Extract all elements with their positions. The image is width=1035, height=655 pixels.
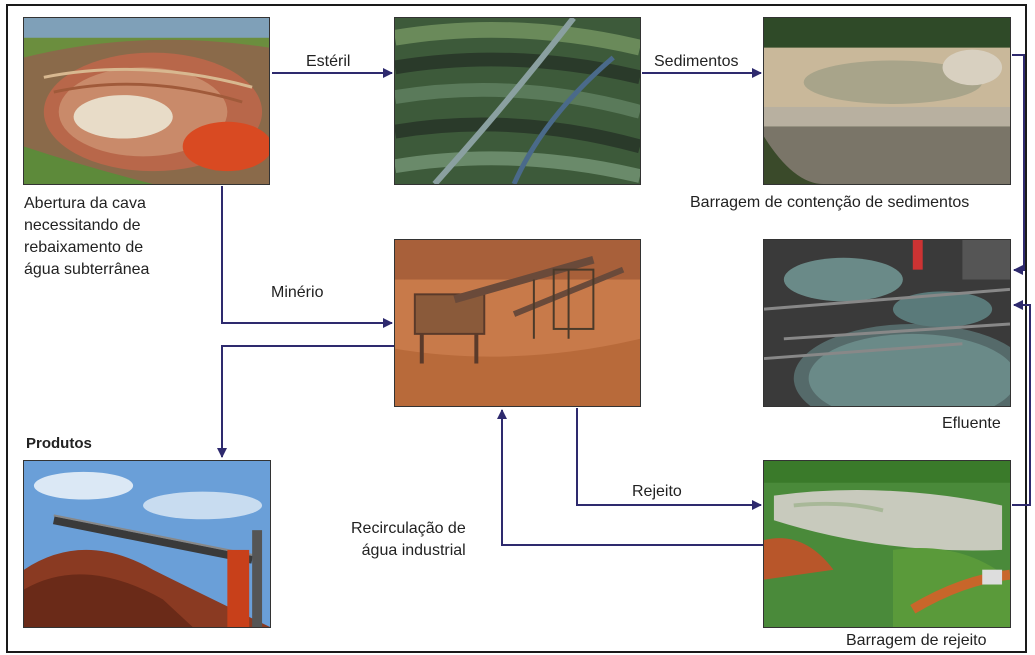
recirculacao-flow-label: Recirculação de água industrial: [351, 518, 466, 562]
arrow-tailings-to-effluent: [1012, 300, 1031, 506]
effluent-caption: Efluente: [942, 415, 1001, 432]
sedimentos-flow-label: Sedimentos: [654, 53, 739, 70]
cava-caption: Abertura da cava necessitando de rebaixa…: [24, 193, 149, 281]
cava-caption-line: necessitando de: [24, 217, 141, 234]
cava-caption-line: Abertura da cava: [24, 195, 146, 212]
products-stockpile-photo: [23, 460, 271, 628]
arrow-recirculacao: [497, 409, 763, 546]
esteril-flow-label: Estéril: [306, 53, 351, 70]
minerio-flow-label: Minério: [271, 284, 324, 301]
diagram-frame: [6, 4, 1027, 653]
waste-pile-photo: [394, 17, 641, 185]
arrow-produtos: [217, 345, 394, 458]
tailings-dam-photo: [763, 460, 1011, 628]
arrow-minerio: [221, 186, 393, 328]
tailings-dam-caption: Barragem de rejeito: [846, 632, 987, 649]
sediment-dam-caption: Barragem de contenção de sedimentos: [690, 194, 970, 211]
cava-caption-line: rebaixamento de: [24, 239, 144, 256]
cava-caption-line: água subterrânea: [24, 261, 150, 278]
effluent-tank-photo: [763, 239, 1011, 407]
arrow-sediment-to-effluent: [1012, 54, 1025, 275]
recirculacao-line: Recirculação de: [351, 520, 466, 537]
arrow-rejeito: [576, 408, 762, 510]
rejeito-flow-label: Rejeito: [632, 483, 682, 500]
recirculacao-line: água industrial: [361, 542, 466, 559]
products-caption: Produtos: [26, 435, 92, 452]
processing-plant-photo: [394, 239, 641, 407]
open-pit-photo: [23, 17, 270, 185]
sediment-dam-photo: [763, 17, 1011, 185]
